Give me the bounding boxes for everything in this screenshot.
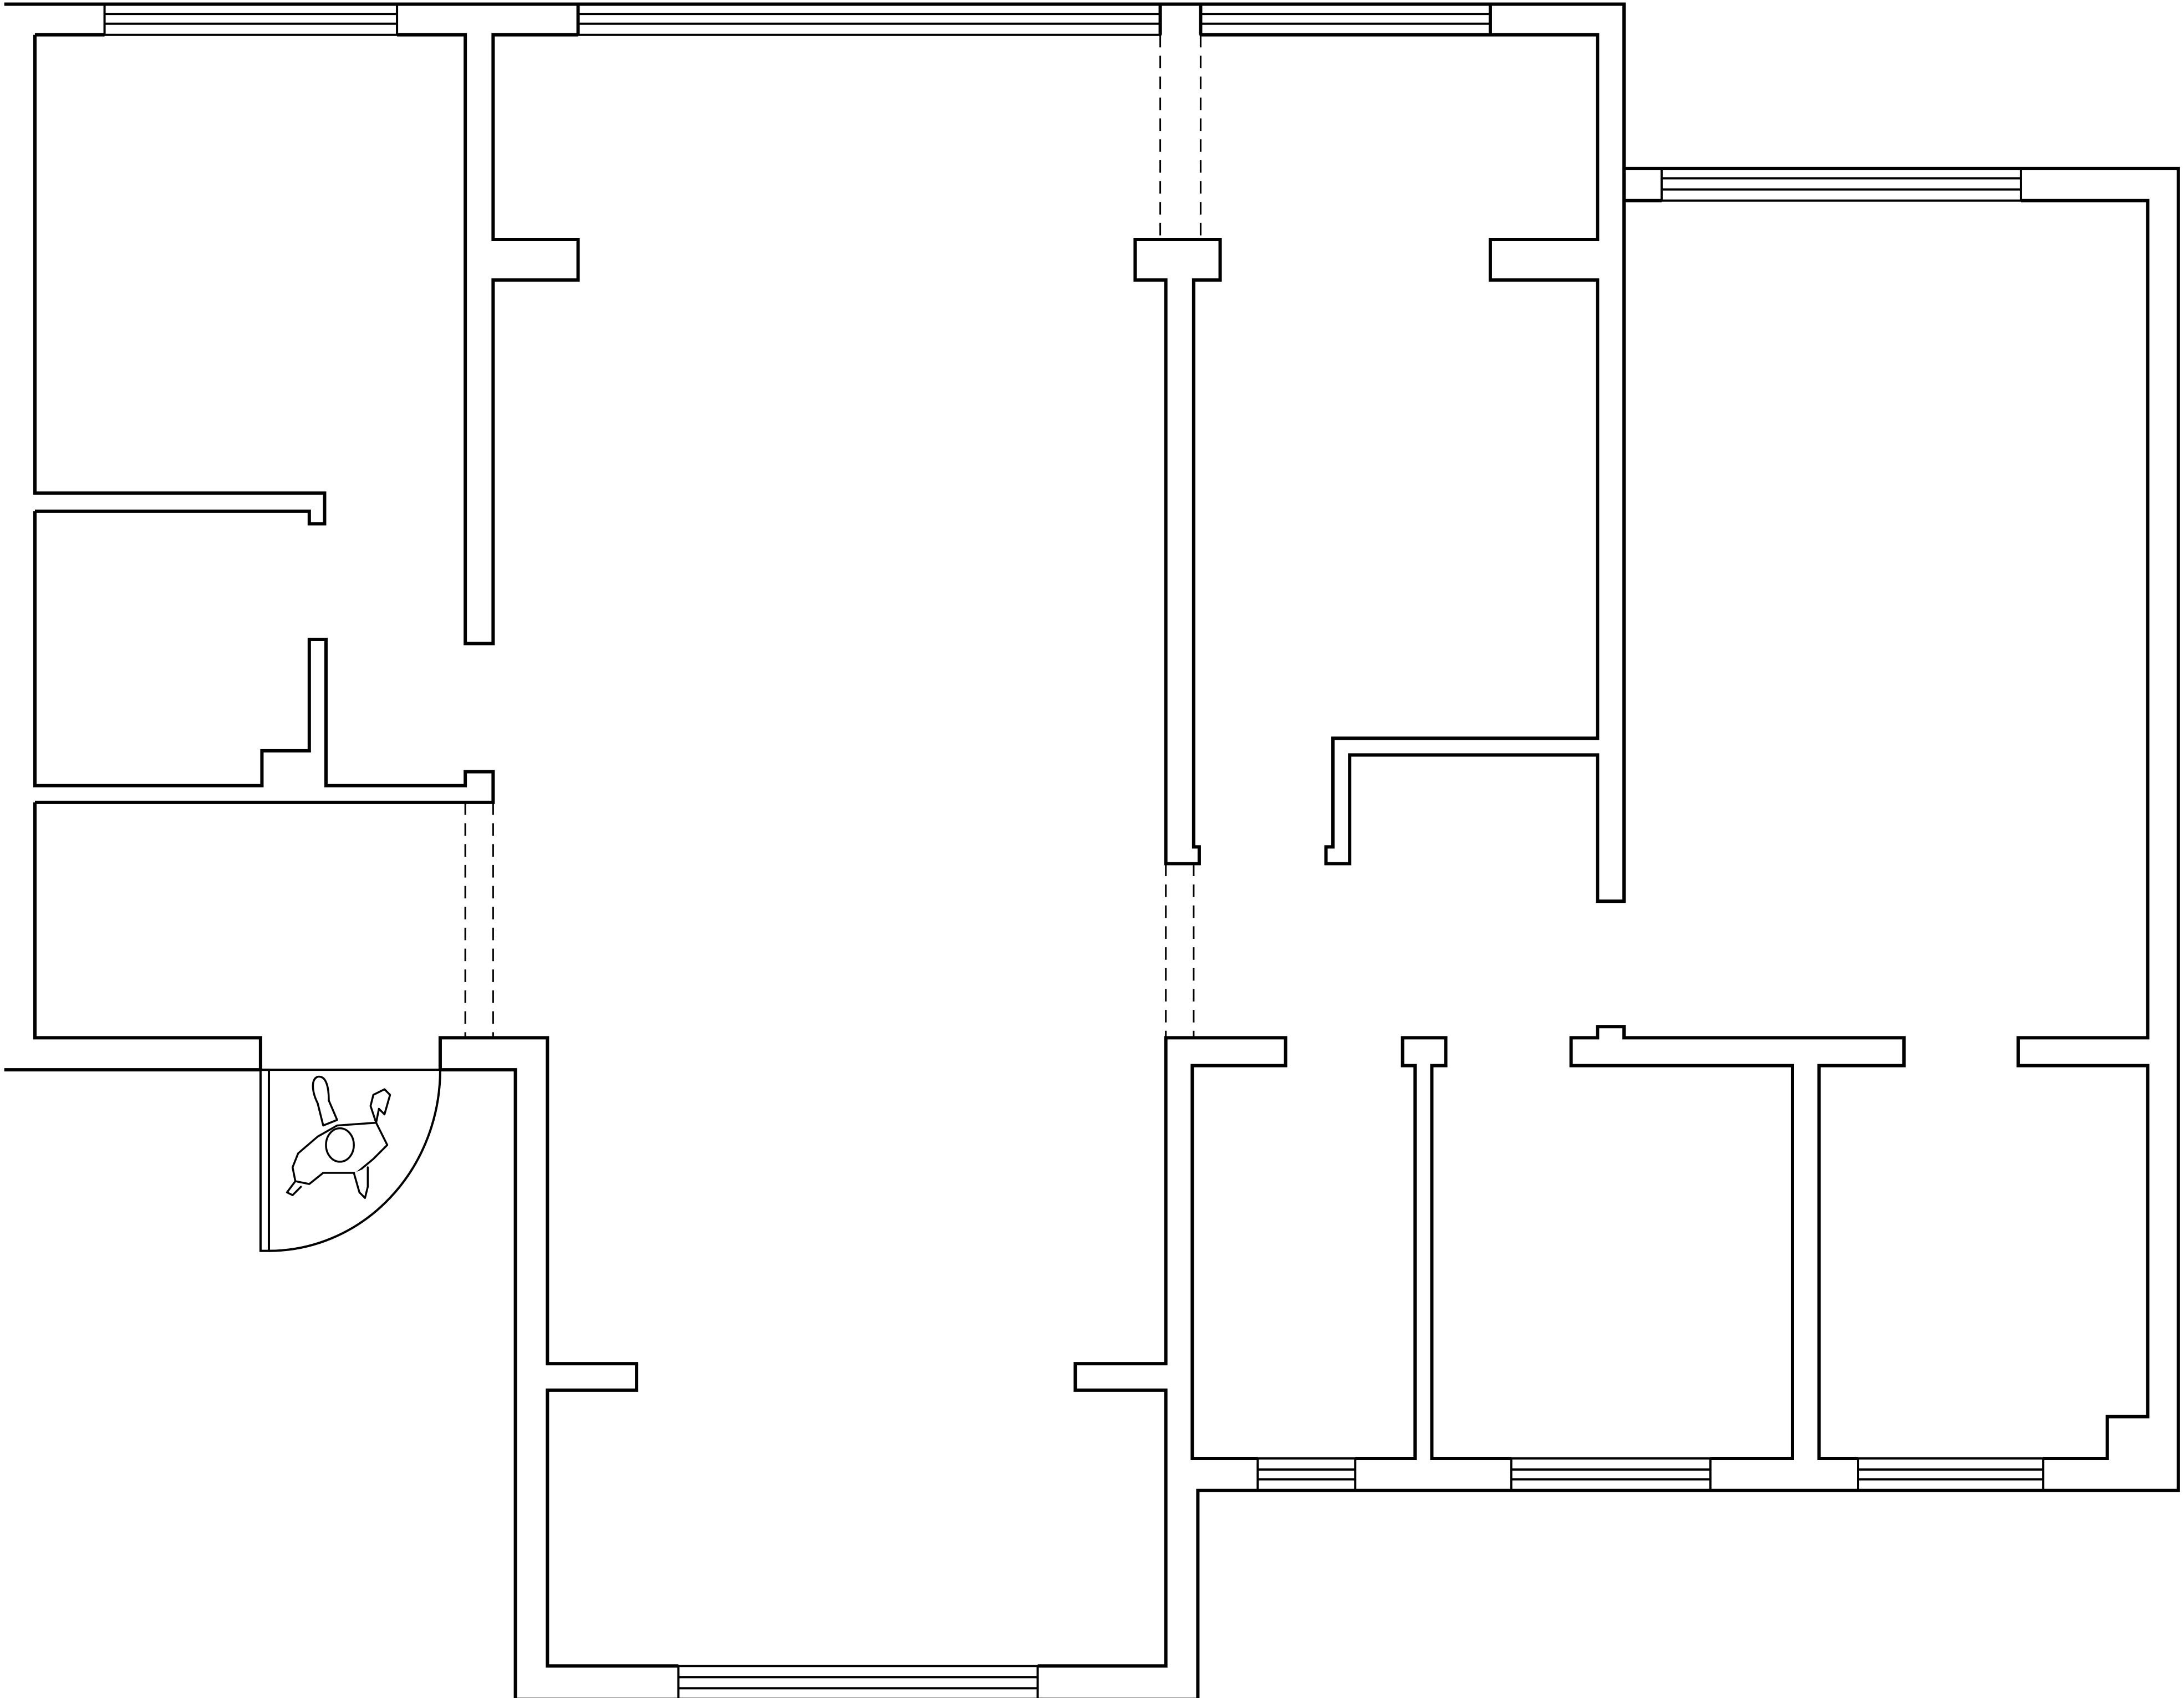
room-top-left: [33, 33, 580, 645]
right-wing-walls: [1200, 33, 1626, 903]
dashed-opening-left: [464, 802, 494, 1038]
dashed-opening-top: [1159, 34, 1202, 240]
right-room-east: [1624, 199, 2150, 1460]
entrance-door: [259, 1069, 441, 1252]
room-middle-left: [33, 511, 495, 804]
window-bottom-room-3: [1857, 1457, 2045, 1492]
window-bottom-room-2: [1510, 1457, 1712, 1492]
window-top-center: [577, 3, 1162, 36]
window-top-left: [103, 3, 399, 36]
window-top-right: [1199, 3, 1491, 36]
bottom-rooms: [1355, 1025, 1906, 1460]
window-bottom-room-1: [1256, 1457, 1357, 1492]
room-lower-left: [33, 802, 1287, 1668]
central-pier: [1133, 238, 1222, 866]
dashed-opening-center: [1165, 863, 1195, 1038]
window-east-top: [1660, 167, 2022, 202]
exterior-wall-outer: [4, 2, 2180, 1698]
person-walking-icon: [286, 1075, 391, 1199]
top-wall-inner-segment: [576, 4, 1492, 35]
window-bottom-center: [677, 1665, 1039, 1698]
